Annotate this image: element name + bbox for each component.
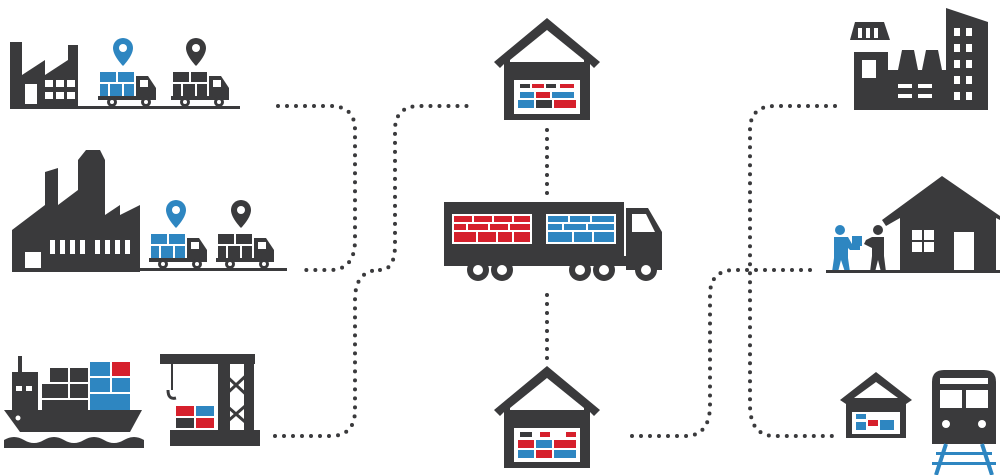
warehouse-icon	[494, 366, 600, 468]
hub-group	[444, 18, 662, 468]
connector-hub-top	[378, 104, 477, 272]
factory-icon	[12, 150, 140, 272]
destination-home-group	[826, 176, 1000, 273]
warehouse-icon	[494, 18, 600, 120]
location-pin-icon	[186, 38, 206, 66]
connector-lines	[273, 104, 837, 438]
source-large-factory-group	[12, 150, 287, 272]
destination-city-group	[850, 8, 988, 110]
connector-source-3	[273, 268, 382, 438]
factory-icon	[10, 42, 78, 108]
container-ship-icon	[4, 356, 144, 448]
ground-line	[10, 106, 240, 109]
truck-icon	[171, 72, 229, 107]
truck-icon	[149, 234, 207, 269]
destination-rail-group	[840, 370, 996, 475]
house-icon	[882, 176, 1000, 272]
ground-line	[826, 270, 1000, 273]
connector-source-1	[276, 104, 357, 272]
delivery-people-icon	[832, 225, 886, 272]
truck-icon	[98, 72, 156, 107]
source-port-group	[4, 354, 260, 448]
location-pin-icon	[113, 38, 133, 66]
connector-dest-1	[748, 104, 837, 438]
location-pin-icon	[231, 200, 251, 228]
truck-icon	[216, 234, 274, 269]
semi-truck-icon	[444, 202, 662, 281]
city-buildings-icon	[850, 8, 988, 110]
train-icon	[932, 370, 996, 475]
warehouse-icon	[840, 372, 912, 438]
ground-line	[12, 268, 287, 271]
connector-dest-2	[623, 268, 812, 438]
location-pin-icon	[166, 200, 186, 228]
source-small-factory-group	[10, 38, 240, 109]
harbor-crane-icon	[160, 354, 260, 446]
